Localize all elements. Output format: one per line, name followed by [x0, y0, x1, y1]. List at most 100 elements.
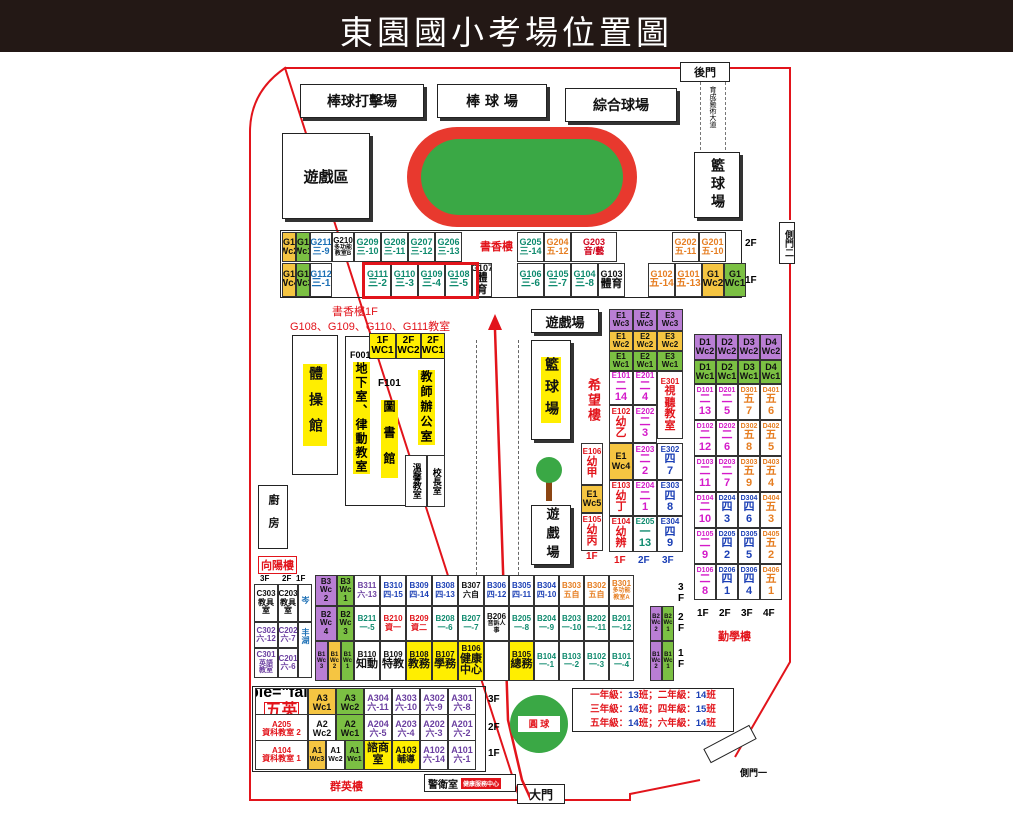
class-stats: 一年級：13班；二年級：14班三年級：14班；四年級：15班五年級：14班；六年… — [572, 688, 734, 732]
a-諮商-740-code: 諮商 — [367, 742, 389, 755]
b1f-b106-class: 健康中心 — [460, 652, 482, 677]
b1f-b103-code: B103 — [561, 651, 582, 661]
c-3f: 3F — [260, 574, 270, 583]
f001-label: 地下室、律動教室 — [353, 362, 370, 474]
b1f-b105-class: 總務 — [510, 658, 533, 671]
stats-row-1-a: 一年級： — [590, 690, 629, 701]
d-room-d404-code: D404 — [762, 494, 780, 502]
g2f-room-4-class: 多功能教室B — [333, 244, 352, 258]
d-wc2-4-class: Wc2 — [761, 346, 781, 356]
b2f-b201-class: 一-12 — [611, 622, 632, 632]
b3f-b306-code: B306 — [486, 581, 507, 591]
e-wc2-a-class: Wc2 — [612, 340, 630, 349]
g1f-room-9-class: 三-6 — [521, 278, 540, 290]
e201-code: E201 — [635, 371, 655, 381]
a-a301-688-class: 六-8 — [453, 702, 471, 712]
kitchen: 廚房 — [258, 485, 288, 549]
b3f-b304-class: 四-10 — [536, 589, 557, 599]
b3f-b307-class: 六自 — [463, 589, 479, 599]
b3f-b302-code: B302 — [586, 581, 607, 591]
guard-room: 警衛室健康服務中心 — [424, 774, 516, 792]
d-room-d304-code: D304 — [740, 494, 758, 502]
g1f-room-4-code: G111 — [366, 269, 389, 280]
e-3f: 3F — [662, 555, 674, 566]
stats-row-2-b: 班；四年級： — [638, 704, 696, 715]
g2f-room-2-class: Wc1 — [297, 246, 309, 256]
b-wc2-2f-right-code: B2 — [652, 614, 660, 621]
b2f-b210-code: B210 — [383, 614, 403, 624]
d-room-d405-code: D405 — [762, 530, 780, 538]
tree-icon — [536, 457, 562, 501]
d-wc2-1-class: Wc2 — [695, 346, 715, 356]
c301-code: C301 — [256, 650, 276, 660]
g1f-room-14-code: G101 — [677, 269, 700, 280]
g1f-room-12-class: 體育 — [600, 277, 623, 290]
f-wc-1f-floor: 1F — [376, 334, 389, 346]
e-wc1-a-class: Wc1 — [612, 360, 630, 369]
stats-row-1: 一年級：13班；二年級：14班 — [573, 689, 733, 703]
b1f-b108-class: 教務 — [408, 658, 430, 671]
running-track — [407, 127, 637, 227]
d-room-d302-code: D302 — [740, 422, 758, 430]
g2f-room-7-class: 三-12 — [410, 246, 433, 256]
a-a2-714-code: A2 — [344, 718, 356, 729]
b1f-b107-class: 學務 — [434, 658, 456, 671]
c302-code: C302 — [256, 625, 276, 635]
g2f-room-3-code: G211 — [310, 236, 332, 247]
basketball-court: 籃球場 — [694, 152, 740, 218]
a-a104-740-class: 資科教室 1 — [262, 754, 301, 763]
e-1f-b: 1F — [614, 555, 626, 566]
b1f-b105-code: B105 — [511, 650, 532, 660]
a-a301-688-code: A301 — [451, 692, 473, 703]
a-a1-740-class: Wc1 — [347, 755, 362, 763]
a-a1-740-class: Wc3 — [309, 755, 325, 763]
dashed-path-2 — [518, 340, 519, 575]
principal-office: 校長室 — [427, 455, 445, 507]
e301-code: E301 — [660, 376, 680, 386]
e-wc1-b-class: Wc1 — [636, 360, 654, 369]
main-gate: 大門 — [517, 784, 565, 804]
d-room-d204-code: D204 — [718, 494, 736, 502]
e106-code: E106 — [582, 447, 602, 457]
d-room-d202-code: D202 — [718, 422, 736, 430]
e-wc1-c-class: Wc1 — [661, 360, 679, 369]
g2f-room-11-code: G203 — [582, 236, 606, 247]
d-floor-2: 2F — [719, 608, 731, 619]
e103-code: E103 — [611, 481, 631, 491]
b3f-b305-class: 四-11 — [511, 589, 532, 599]
e-1f-a: 1F — [586, 551, 598, 562]
